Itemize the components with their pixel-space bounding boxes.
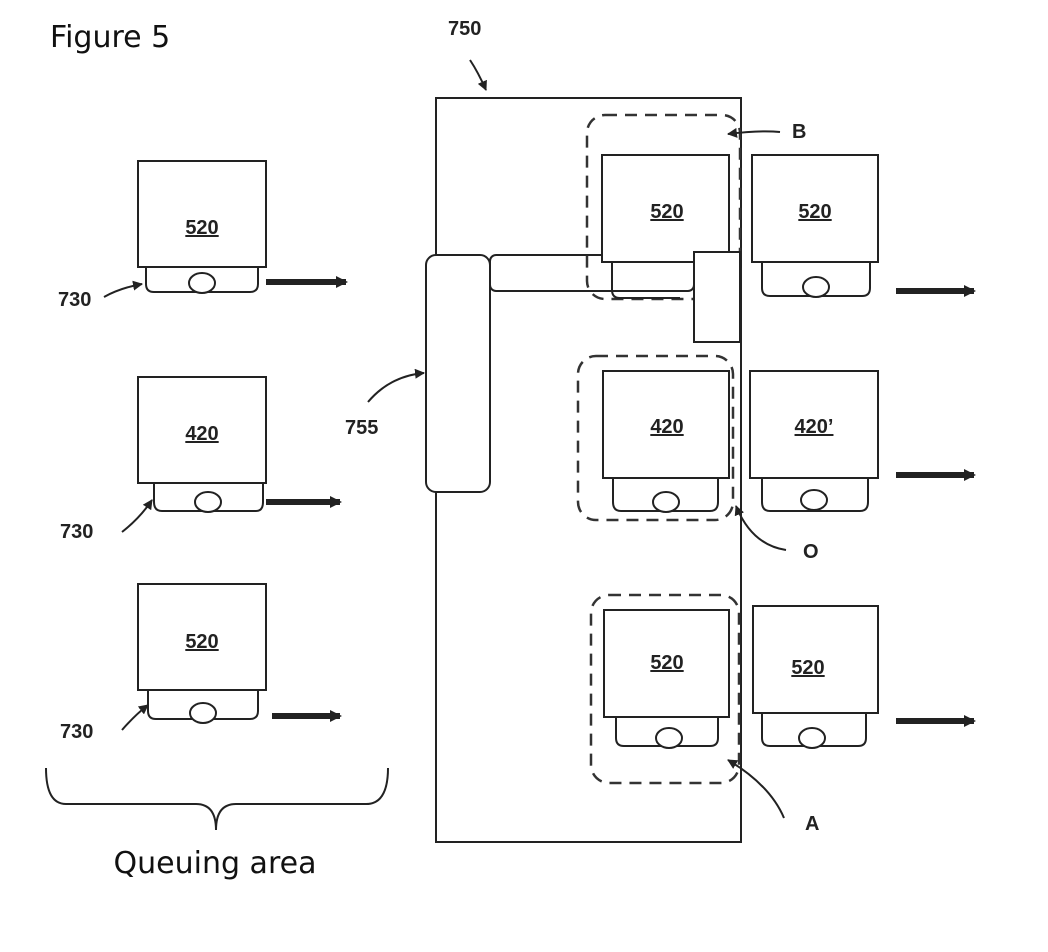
queue-box-label: 520 — [185, 217, 218, 239]
queue-box-label: 420 — [185, 423, 218, 445]
robot-wheel — [195, 492, 221, 512]
outgoing-item-1: 520 — [752, 155, 974, 297]
robot-wheel — [653, 492, 679, 512]
robot-ref-label: 730 — [60, 521, 93, 543]
figure-title: Figure 5 — [50, 20, 170, 55]
queue-box-1 — [138, 161, 266, 267]
arm-ref-label: 755 — [345, 417, 378, 439]
station-ref-label: 750 — [448, 18, 481, 40]
marker-o-arrow — [736, 506, 786, 550]
robot-ref-arrow — [122, 500, 152, 532]
robot-wheel — [803, 277, 829, 297]
queuing-area-caption: Queuing area — [114, 846, 317, 881]
outgoing-item-2: 420’ — [750, 371, 974, 511]
robot-wheel — [799, 728, 825, 748]
robot-wheel — [190, 703, 216, 723]
marker-a-arrow — [728, 760, 784, 818]
robot-wheel — [189, 273, 215, 293]
outgoing-box-label: 420’ — [795, 416, 834, 438]
outgoing-item-3: 520 — [753, 606, 974, 748]
gripper-head — [694, 252, 740, 342]
queue-box-label: 520 — [185, 631, 218, 653]
outgoing-box-label: 520 — [798, 201, 831, 223]
queue-item-1: 520 730 — [58, 161, 346, 311]
marker-o-label: O — [803, 541, 819, 563]
robot-wheel — [801, 490, 827, 510]
robot-ref-arrow — [122, 705, 148, 730]
robot-ref-label: 730 — [58, 289, 91, 311]
queue-item-2: 420 730 — [60, 377, 340, 543]
queue-item-3: 520 730 — [60, 584, 340, 743]
slot-box-label: 520 — [650, 201, 683, 223]
arm-ref-arrow — [368, 373, 424, 402]
marker-b-arrow — [728, 131, 780, 134]
slot-box-label: 520 — [650, 652, 683, 674]
slot-box-label: 420 — [650, 416, 683, 438]
station-ref-arrow — [470, 60, 486, 90]
marker-b-label: B — [792, 121, 806, 143]
outgoing-box-label: 520 — [791, 657, 824, 679]
queuing-area-brace — [46, 768, 388, 830]
robot-ref-label: 730 — [60, 721, 93, 743]
robot-ref-arrow — [104, 284, 142, 297]
marker-a-label: A — [805, 813, 819, 835]
arm-755-base — [426, 255, 490, 492]
robot-wheel — [656, 728, 682, 748]
